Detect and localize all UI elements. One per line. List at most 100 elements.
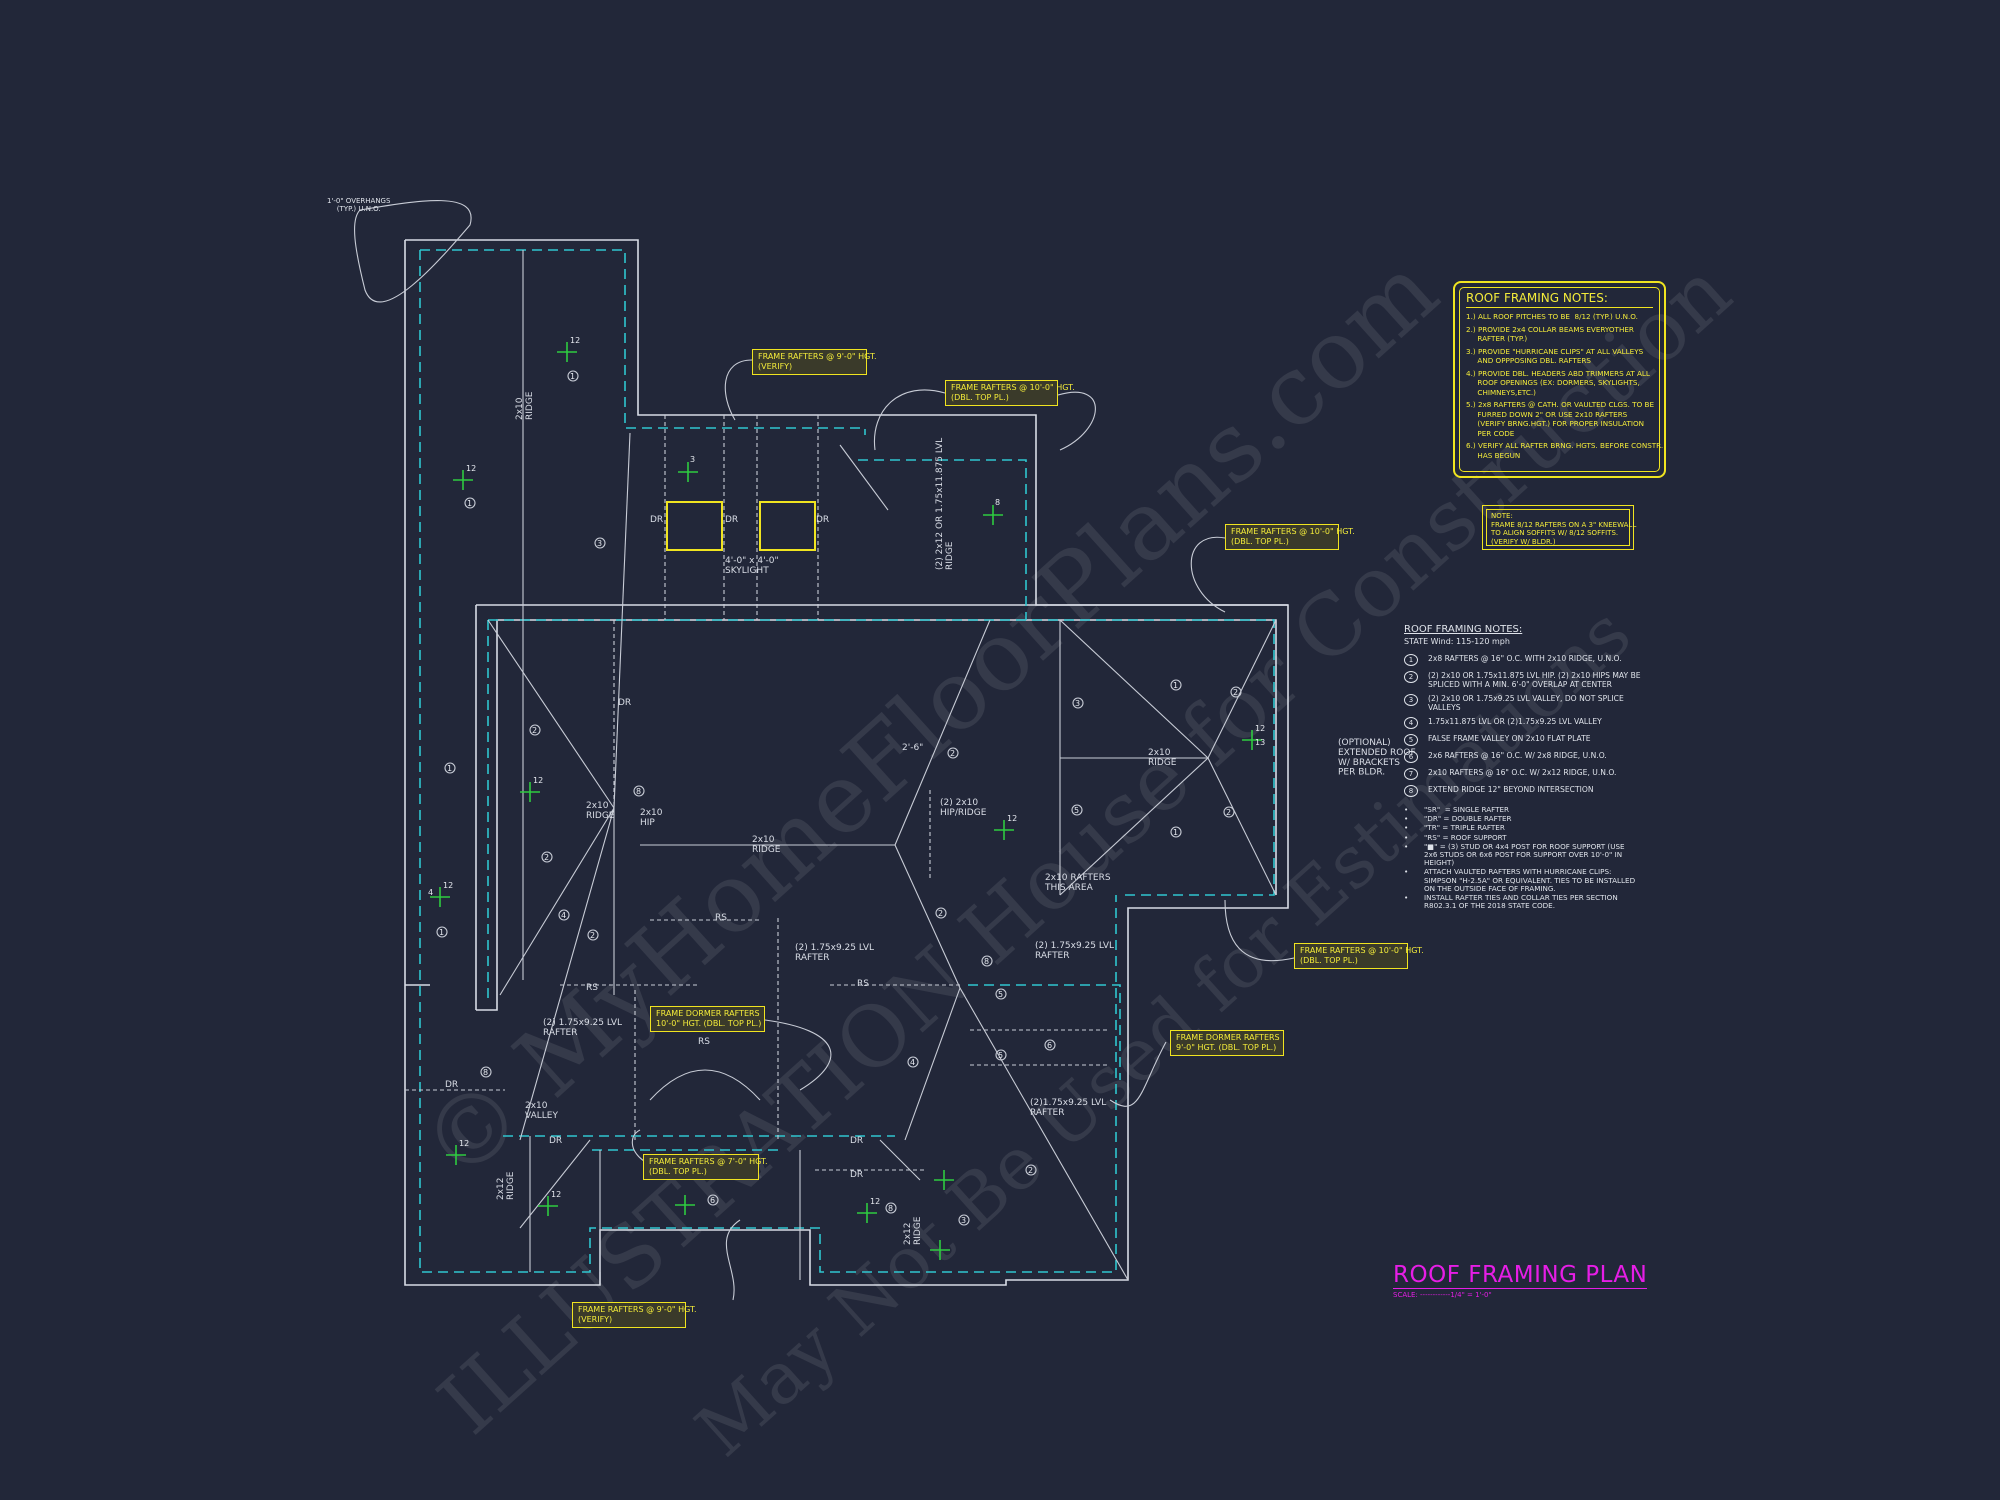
roof-framing-notes-box: ROOF FRAMING NOTES: 1.) ALL ROOF PITCHES… [1453,281,1666,478]
legend-text: 2x10 RAFTERS @ 16" O.C. W/ 2x12 RIDGE, U… [1428,768,1617,777]
legend-text: (2) 2x10 OR 1.75x11.875 LVL HIP. (2) 2x1… [1428,671,1641,689]
svg-text:1: 1 [570,372,575,381]
svg-text:5: 5 [1074,806,1079,815]
label-rs: RS [586,983,598,993]
svg-text:6: 6 [1047,1041,1052,1050]
legend-subtitle: STATE Wind: 115-120 mph [1404,637,1510,646]
notes-box-item: 1.) ALL ROOF PITCHES TO BE 8/12 (TYP.) U… [1466,312,1638,321]
notes-box-item: 4.) PROVIDE DBL. HEADERS ABD TRIMMERS AT… [1466,368,1650,397]
legend-bullet: •"DR" = DOUBLE RAFTER [1404,814,1512,824]
label-rs: RS [857,979,869,989]
svg-text:5: 5 [998,990,1003,999]
legend-title: ROOF FRAMING NOTES: [1404,624,1523,635]
pitch-label: 12 [533,776,543,785]
label-dimension: 2'-6" [902,743,923,753]
reference-numbers: 1 1 1 1 1 1 2 2 2 2 2 2 2 2 3 3 3 4 4 5 … [436,370,1242,1226]
legend-bullet-text: "■" = (3) STUD OR 4x4 POST FOR ROOF SUPP… [1424,841,1625,868]
svg-text:6: 6 [710,1196,715,1205]
svg-text:2: 2 [1226,808,1231,817]
legend-bullet: •ATTACH VAULTED RAFTERS WITH HURRICANE C… [1404,867,1636,893]
notes-box-title: ROOF FRAMING NOTES: [1466,291,1653,308]
callout-frame-dormer-rafters: FRAME DORMER RAFTERS 9'-0" HGT. (DBL. TO… [1170,1030,1284,1056]
callout-frame-rafters-verify: FRAME RAFTERS @ 9'-0" HGT. (VERIFY) [752,349,877,375]
svg-text:8: 8 [984,957,989,966]
ridges-hips-valleys [405,250,1277,1281]
label-dr: DR [445,1080,458,1090]
svg-text:1: 1 [1173,681,1178,690]
pitch-label: 13 [1255,738,1265,747]
svg-text:2: 2 [532,726,537,735]
legend-number: 8 [1404,785,1418,797]
svg-text:3: 3 [961,1216,966,1225]
pitch-label: 12 [1255,724,1265,733]
label-dr: DR [650,515,663,525]
legend-text: FALSE FRAME VALLEY ON 2x10 FLAT PLATE [1428,734,1591,743]
label-dr: DR [850,1170,863,1180]
dormer-arch [649,1069,761,1101]
pitch-label: 12 [443,881,453,890]
pitch-label: 3 [690,455,695,464]
pitch-label: 12 [459,1139,469,1148]
svg-text:4: 4 [910,1058,915,1067]
overhang-note: 1'-0" OVERHANGS (TYP.) U.N.O. [327,197,391,213]
notes-box-item: 3.) PROVIDE "HURRICANE CLIPS" AT ALL VAL… [1466,346,1644,366]
label-rs: RS [715,913,727,923]
label-dr: DR [549,1136,562,1146]
legend-bullet-text: "SR" = SINGLE RAFTER [1424,805,1510,814]
svg-text:1: 1 [447,764,452,773]
svg-text:2: 2 [1233,688,1238,697]
pitch-label: 12 [870,1197,880,1206]
svg-text:4: 4 [561,911,566,920]
skylights [666,501,816,551]
svg-text:2: 2 [938,909,943,918]
label-2x12-ridge: 2x12RIDGE [496,1171,516,1200]
legend-text: EXTEND RIDGE 12" BEYOND INTERSECTION [1428,785,1594,794]
svg-text:3: 3 [1075,699,1080,708]
svg-text:3: 3 [597,539,602,548]
pitch-label: 12 [570,336,580,345]
svg-text:1: 1 [467,499,472,508]
legend-number: 3 [1404,694,1418,706]
svg-text:8: 8 [483,1068,488,1077]
eave-lines [419,249,1275,1273]
legend-item: 8 EXTEND RIDGE 12" BEYOND INTERSECTION [1404,785,1664,797]
plan-scale: SCALE: ------------1/4" = 1'-0" [1393,1291,1492,1299]
legend-text: 2x8 RAFTERS @ 16" O.C. WITH 2x10 RIDGE, … [1428,654,1622,663]
pitch-markers [430,342,1262,1260]
plan-labels: 12 12 12 12 12 12 12 12 12 3 8 4 13 2x10… [428,336,1416,1245]
kneewall-note-box: NOTE: FRAME 8/12 RAFTERS ON A 3" KNEEWAL… [1482,505,1636,550]
legend-text: (2) 2x10 OR 1.75x9.25 LVL VALLEY, DO NOT… [1428,694,1624,712]
legend-number: 5 [1404,734,1418,746]
legend-bullet: •"RS" = ROOF SUPPORT [1404,832,1507,842]
label-dr: DR [618,698,631,708]
svg-text:2: 2 [590,931,595,940]
callout-frame-rafters-verify: FRAME RAFTERS @ 9'-0" HGT. (VERIFY) [572,1302,697,1328]
legend-number: 1 [1404,654,1418,666]
svg-text:8: 8 [636,787,641,796]
legend-bullet-text: "DR" = DOUBLE RAFTER [1424,814,1512,824]
legend-bullet: •INSTALL RAFTER TIES AND COLLAR TIES PER… [1404,893,1618,911]
plan-title-block: ROOF FRAMING PLAN SCALE: ------------1/4… [1393,1262,1648,1299]
svg-text:1: 1 [1173,828,1178,837]
label-rs: RS [698,1037,710,1047]
callout-frame-rafters-dbl-top: FRAME RAFTERS @ 10'-0" HGT. (DBL. TOP PL… [1225,524,1355,550]
legend-bullet-text: ATTACH VAULTED RAFTERS WITH HURRICANE CL… [1424,867,1636,893]
label-dr: DR [725,515,738,525]
callout-frame-rafters-dbl-top: FRAME RAFTERS @ 10'-0" HGT. (DBL. TOP PL… [945,380,1075,406]
legend-bullet: •"SR" = SINGLE RAFTER [1404,805,1510,814]
label-2x10-ridge-vertical: 2x10RIDGE [515,391,535,420]
pitch-label: 12 [466,464,476,473]
legend-bullet: •"■" = (3) STUD OR 4x4 POST FOR ROOF SUP… [1404,841,1625,868]
label-2x12-ridge: 2x12RIDGE [903,1216,923,1245]
kneewall-note-text: NOTE: FRAME 8/12 RAFTERS ON A 3" KNEEWAL… [1486,509,1636,546]
